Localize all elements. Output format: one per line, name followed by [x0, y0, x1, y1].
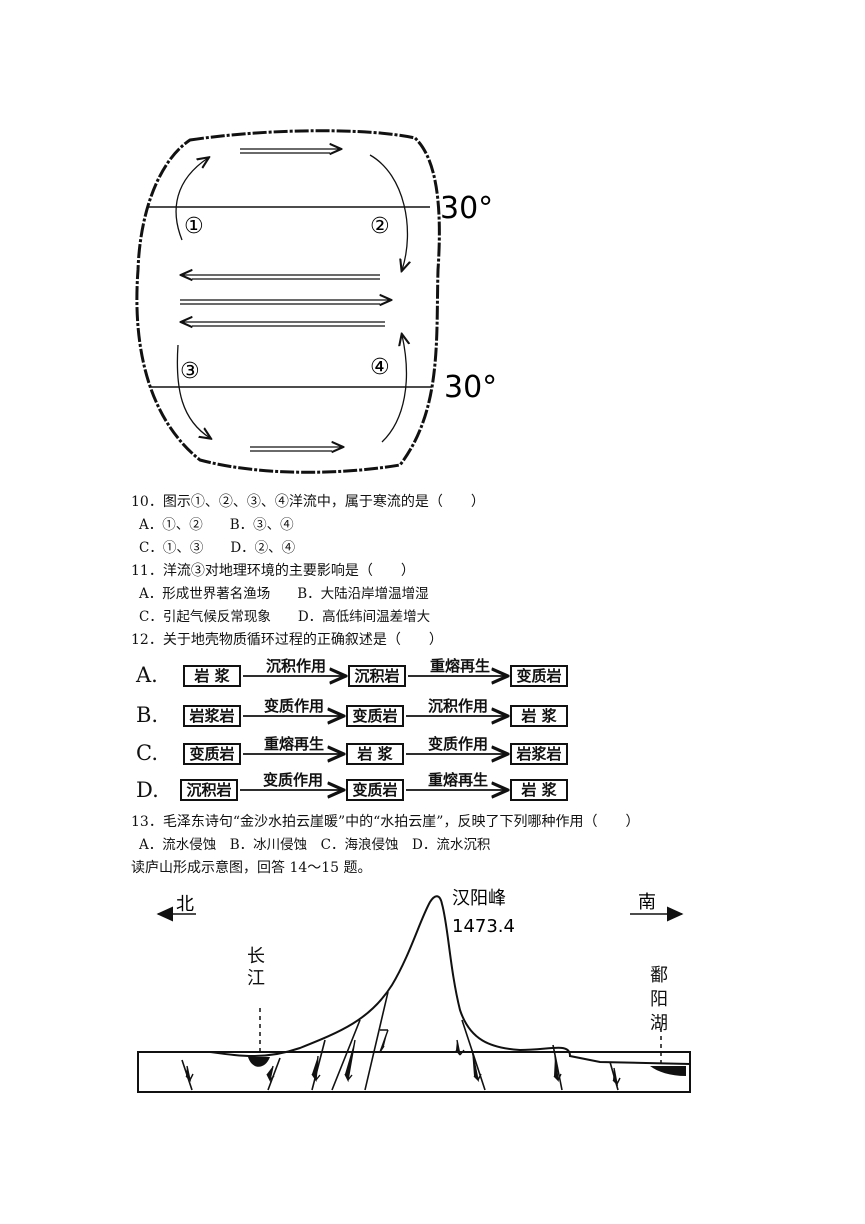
option-letter: D. [136, 778, 159, 802]
current-label-4: ④ [370, 355, 390, 380]
question-11-stem: 11．洋流③对地理环境的主要影响是（ ） [131, 563, 415, 579]
rock-box: 岩 浆 [510, 705, 568, 727]
rock-cycle-options: A. 岩 浆 沉积作用 沉积岩 重熔再生 变质岩 B. 岩浆岩 变质作用 变质岩… [130, 655, 580, 805]
current-arrow-2 [369, 154, 407, 270]
north-label: 北 [176, 894, 194, 915]
current-label-3: ③ [180, 359, 200, 384]
latitude-label-south: 30° [444, 370, 497, 405]
river-label-vertical: 长江 [247, 946, 265, 989]
question-12-stem: 12．关于地壳物质循环过程的正确叙述是（ ） [131, 632, 443, 648]
rock-box: 岩浆岩 [510, 743, 568, 765]
rock-box: 变质岩 [183, 743, 241, 765]
option-letter: C. [136, 741, 158, 765]
ocean-current-diagram: ① ② ③ ④ 30° 30° [120, 120, 520, 480]
rock-box: 岩 浆 [510, 779, 568, 801]
crust-block [137, 1051, 691, 1093]
question-10-options-line-1: A．①、② B．③、④ [139, 517, 294, 533]
lushan-svg: 北 南 汉阳峰 1473.4 [137, 888, 691, 1093]
current-arrow-3 [176, 344, 210, 438]
rock-cycle-arrows [240, 655, 580, 805]
rock-box: 变质岩 [346, 705, 404, 727]
rock-box: 岩 浆 [183, 665, 241, 687]
lushan-diagram: 北 南 汉阳峰 1473.4 [130, 880, 700, 1110]
rock-box: 变质岩 [346, 779, 404, 801]
process-label: 重熔再生 [429, 657, 490, 675]
option-letter: B. [136, 703, 159, 727]
rock-box: 岩浆岩 [183, 705, 241, 727]
process-label: 变质作用 [262, 771, 323, 789]
option-letter: A. [136, 663, 158, 687]
question-13-stem: 13．毛泽东诗句“金沙水拍云崖暖”中的“水拍云崖”，反映了下列哪种作用（ ） [131, 814, 640, 830]
fault-movement-arrows [185, 1029, 621, 1087]
question-11-options-line-2: C．引起气候反常现象 D．高低纬间温差增大 [139, 609, 431, 625]
question-11-options-line-1: A．形成世界著名渔场 B．大陆沿岸增温增湿 [139, 586, 429, 602]
ocean-current-svg: ① ② ③ ④ 30° 30° [135, 129, 497, 474]
process-label: 重熔再生 [263, 735, 324, 753]
current-label-1: ① [184, 214, 204, 239]
question-10-stem: 10．图示①、②、③、④洋流中，属于寒流的是（ ） [131, 494, 485, 510]
current-arrow-1 [175, 158, 208, 241]
rock-box: 沉积岩 [180, 779, 238, 801]
rock-box: 变质岩 [510, 665, 568, 687]
lake-label-vertical: 鄱阳湖 [650, 965, 668, 1034]
lushan-intro: 读庐山形成示意图，回答 14～15 题。 [131, 860, 372, 876]
question-10-options-line-2: C．①、③ D．②、④ [139, 540, 296, 556]
lake-water [650, 1066, 686, 1076]
south-label: 南 [638, 892, 656, 913]
mountain-profile [138, 895, 691, 1065]
process-label: 变质作用 [263, 697, 324, 715]
peak-height: 1473.4 [452, 916, 515, 937]
rock-box: 沉积岩 [348, 665, 406, 687]
fault-lines [181, 991, 619, 1091]
process-label: 沉积作用 [265, 657, 326, 675]
current-label-2: ② [370, 214, 390, 239]
rock-box: 岩 浆 [346, 743, 404, 765]
peak-name: 汉阳峰 [452, 888, 506, 909]
process-label: 变质作用 [427, 735, 488, 753]
process-label: 沉积作用 [427, 697, 488, 715]
river-water [248, 1057, 270, 1067]
question-13-options: A．流水侵蚀 B．冰川侵蚀 C．海浪侵蚀 D．流水沉积 [139, 837, 491, 853]
process-label: 重熔再生 [427, 771, 488, 789]
ocean-basin-outline [135, 129, 441, 474]
latitude-label-north: 30° [440, 191, 493, 226]
current-arrow-4 [381, 335, 406, 443]
